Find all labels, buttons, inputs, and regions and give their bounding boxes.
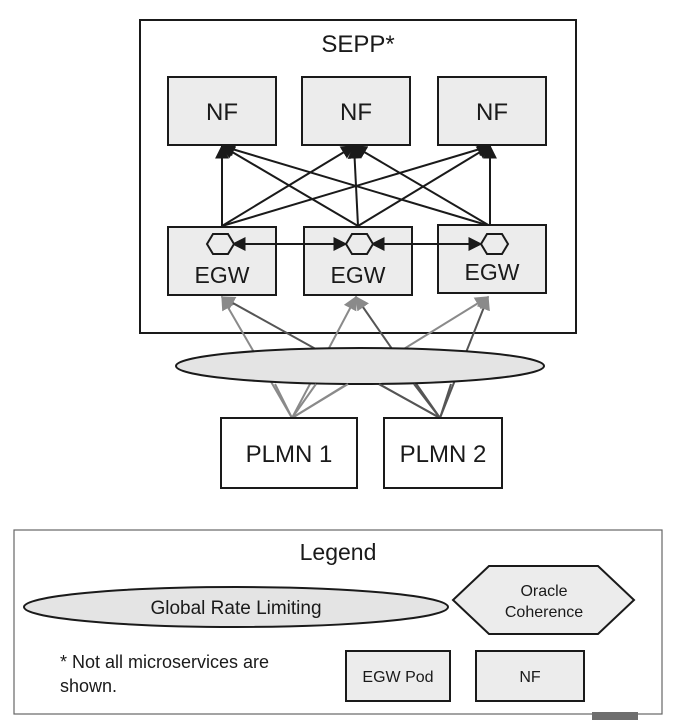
nf-box-1-label: NF [206,99,238,126]
legend-rate-limiting-label: Global Rate Limiting [150,598,321,619]
plmn-box-2 [383,417,503,489]
sepp-title: SEPP* [321,31,394,58]
plmn-box-2-label: PLMN 2 [400,441,487,468]
legend-egw-pod-box [345,650,451,702]
coherence-hexagon-2 [344,233,375,255]
coherence-hexagon-1 [205,233,236,255]
nf-box-3 [437,76,547,146]
plmn-box-1-label: PLMN 1 [246,441,333,468]
nf-box-3-label: NF [476,99,508,126]
plmn-box-1 [220,417,358,489]
legend-nf-label: NF [519,669,541,686]
nf-box-2 [301,76,411,146]
egw-box-2-label: EGW [331,262,386,288]
egw-box-3-label: EGW [465,259,520,285]
legend-coherence-line1: Oracle [520,583,567,600]
legend-note-line2: shown. [60,676,117,696]
coherence-hexagon-3 [479,233,510,255]
legend-rate-limiting-ellipse [23,586,449,628]
rate-limiting-ellipse [175,347,545,385]
legend-egw-pod-label: EGW Pod [362,669,433,686]
egw-to-nf-connections [215,142,497,227]
legend-title: Legend [300,539,377,565]
egw-box-1-label: EGW [195,262,250,288]
footer-tab [592,712,638,720]
plmn-upper-links [274,383,452,419]
legend-coherence-line2: Coherence [505,604,583,621]
legend-coherence-hexagon [451,565,636,635]
nf-box-2-label: NF [340,99,372,126]
legend-nf-box [475,650,585,702]
legend-note-line1: * Not all microservices are [60,652,269,672]
nf-box-1 [167,76,277,146]
